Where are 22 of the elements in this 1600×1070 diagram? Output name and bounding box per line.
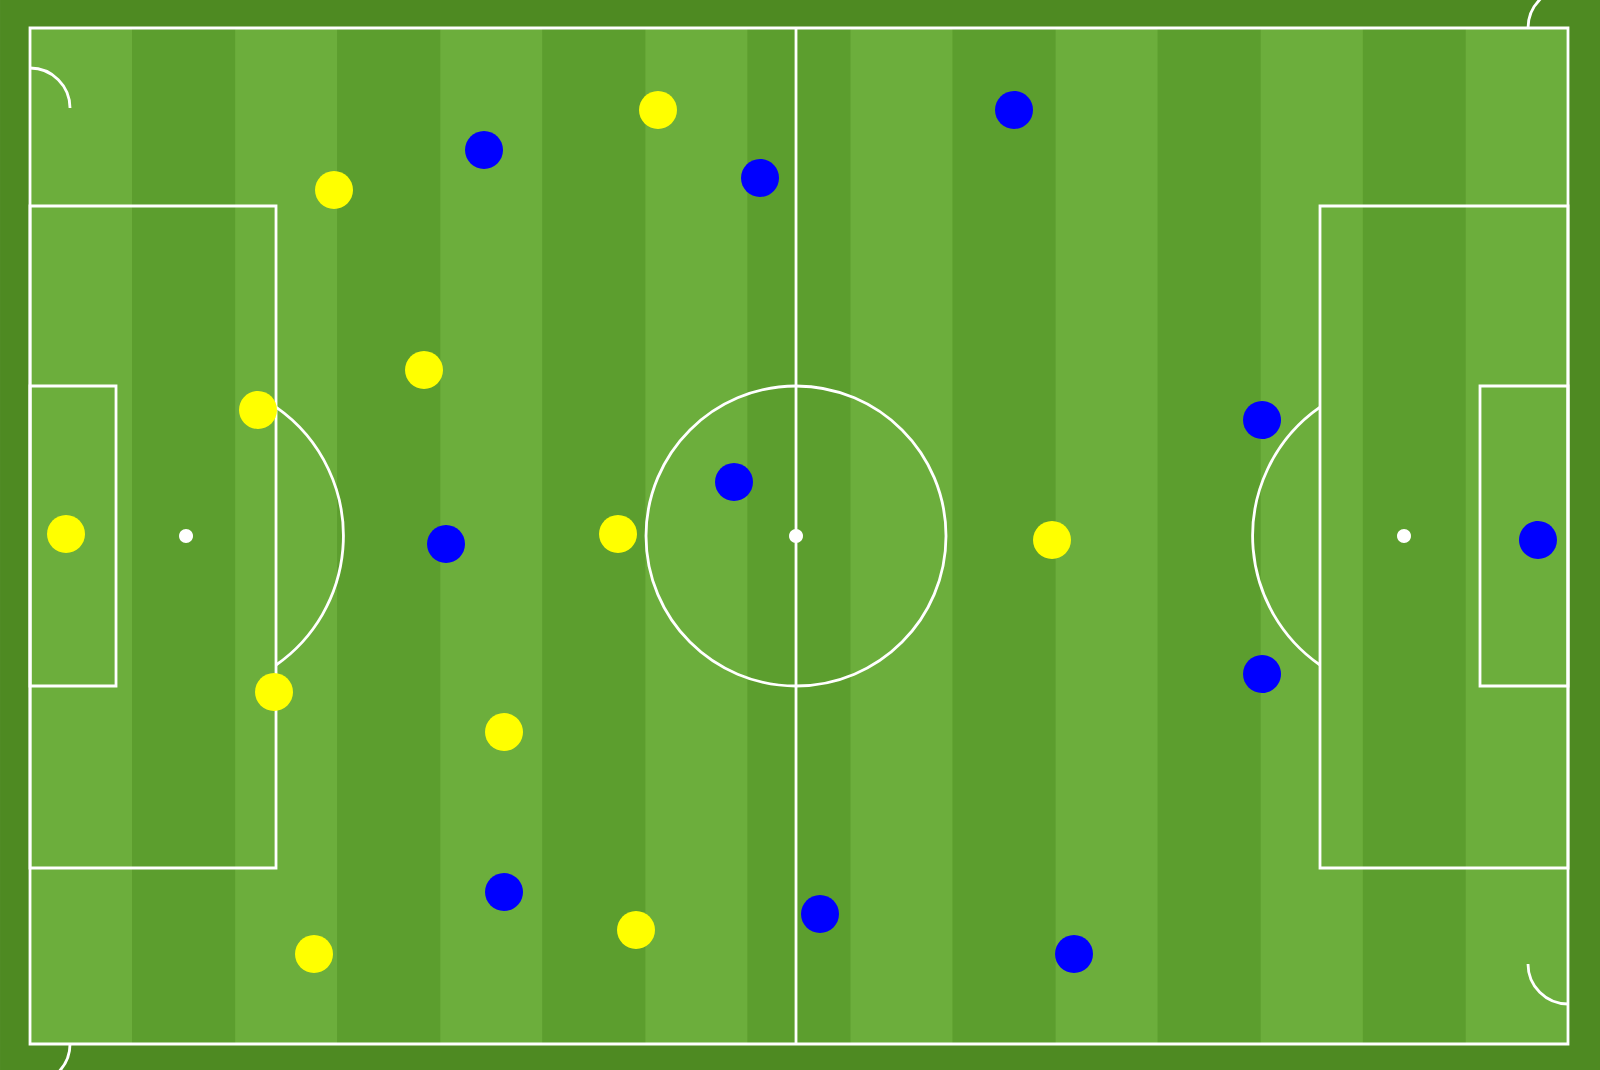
- player-dot: [427, 525, 465, 563]
- player-dot: [47, 515, 85, 553]
- player-dot: [1033, 521, 1071, 559]
- player-dot: [639, 91, 677, 129]
- player-dot: [315, 171, 353, 209]
- player-dot: [801, 895, 839, 933]
- player-dot: [995, 91, 1033, 129]
- player-dot: [1519, 521, 1557, 559]
- player-dot: [239, 391, 277, 429]
- player-dot: [1055, 935, 1093, 973]
- player-dot: [465, 131, 503, 169]
- player-dot: [1243, 401, 1281, 439]
- player-dot: [405, 351, 443, 389]
- player-dot: [255, 673, 293, 711]
- player-dot: [485, 713, 523, 751]
- player-dot: [741, 159, 779, 197]
- player-dot: [715, 463, 753, 501]
- player-dot: [295, 935, 333, 973]
- player-dot: [1243, 655, 1281, 693]
- player-dot: [599, 515, 637, 553]
- player-dot: [617, 911, 655, 949]
- player-dot: [485, 873, 523, 911]
